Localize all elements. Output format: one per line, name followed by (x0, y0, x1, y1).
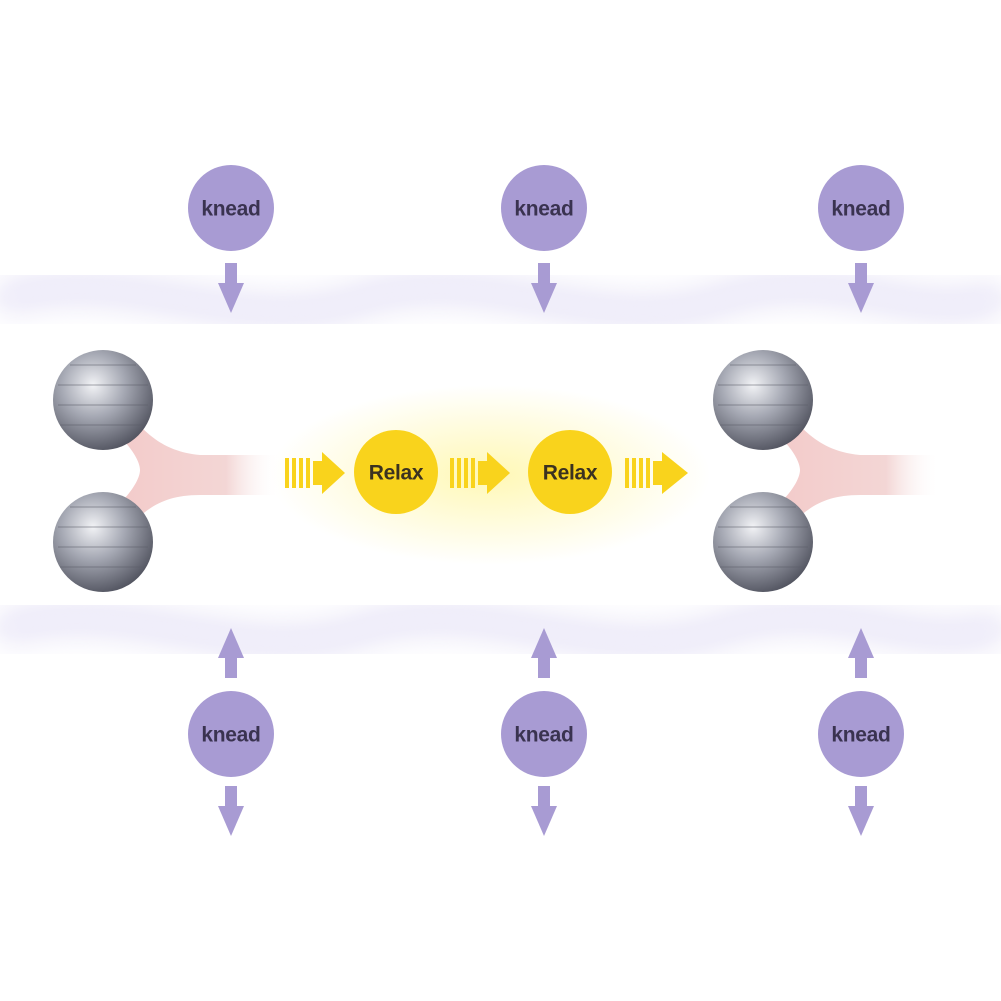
arrow-down-icon (218, 786, 244, 836)
relax-label: Relax (369, 462, 424, 485)
arrow-down-icon (531, 263, 557, 313)
bottom-wave-band (0, 600, 1001, 659)
arrow-down-icon (531, 786, 557, 836)
arrow-right-icon (285, 452, 345, 494)
arrow-down-icon (848, 263, 874, 313)
face-massage-roller-icon (53, 350, 280, 592)
arrow-up-icon (531, 628, 557, 678)
relax-node: Relax (354, 430, 438, 514)
arrow-up-icon (218, 628, 244, 678)
knead-label: knead (831, 724, 890, 747)
knead-label: knead (514, 198, 573, 221)
knead-label: knead (831, 198, 890, 221)
knead-node-bottom: knead (501, 691, 587, 777)
arrow-down-icon (848, 786, 874, 836)
arrow-up-icon (848, 628, 874, 678)
knead-node-bottom: knead (818, 691, 904, 777)
relax-node: Relax (528, 430, 612, 514)
knead-node-bottom: knead (188, 691, 274, 777)
knead-node-top: knead (188, 165, 274, 251)
arrow-right-icon (450, 452, 510, 494)
knead-node-top: knead (818, 165, 904, 251)
knead-label: knead (514, 724, 573, 747)
knead-label: knead (201, 198, 260, 221)
arrow-down-icon (218, 263, 244, 313)
knead-node-top: knead (501, 165, 587, 251)
relax-label: Relax (543, 462, 598, 485)
knead-label: knead (201, 724, 260, 747)
arrow-right-icon (625, 452, 688, 494)
top-wave-band (0, 270, 1001, 329)
face-massage-roller-icon (713, 350, 940, 592)
